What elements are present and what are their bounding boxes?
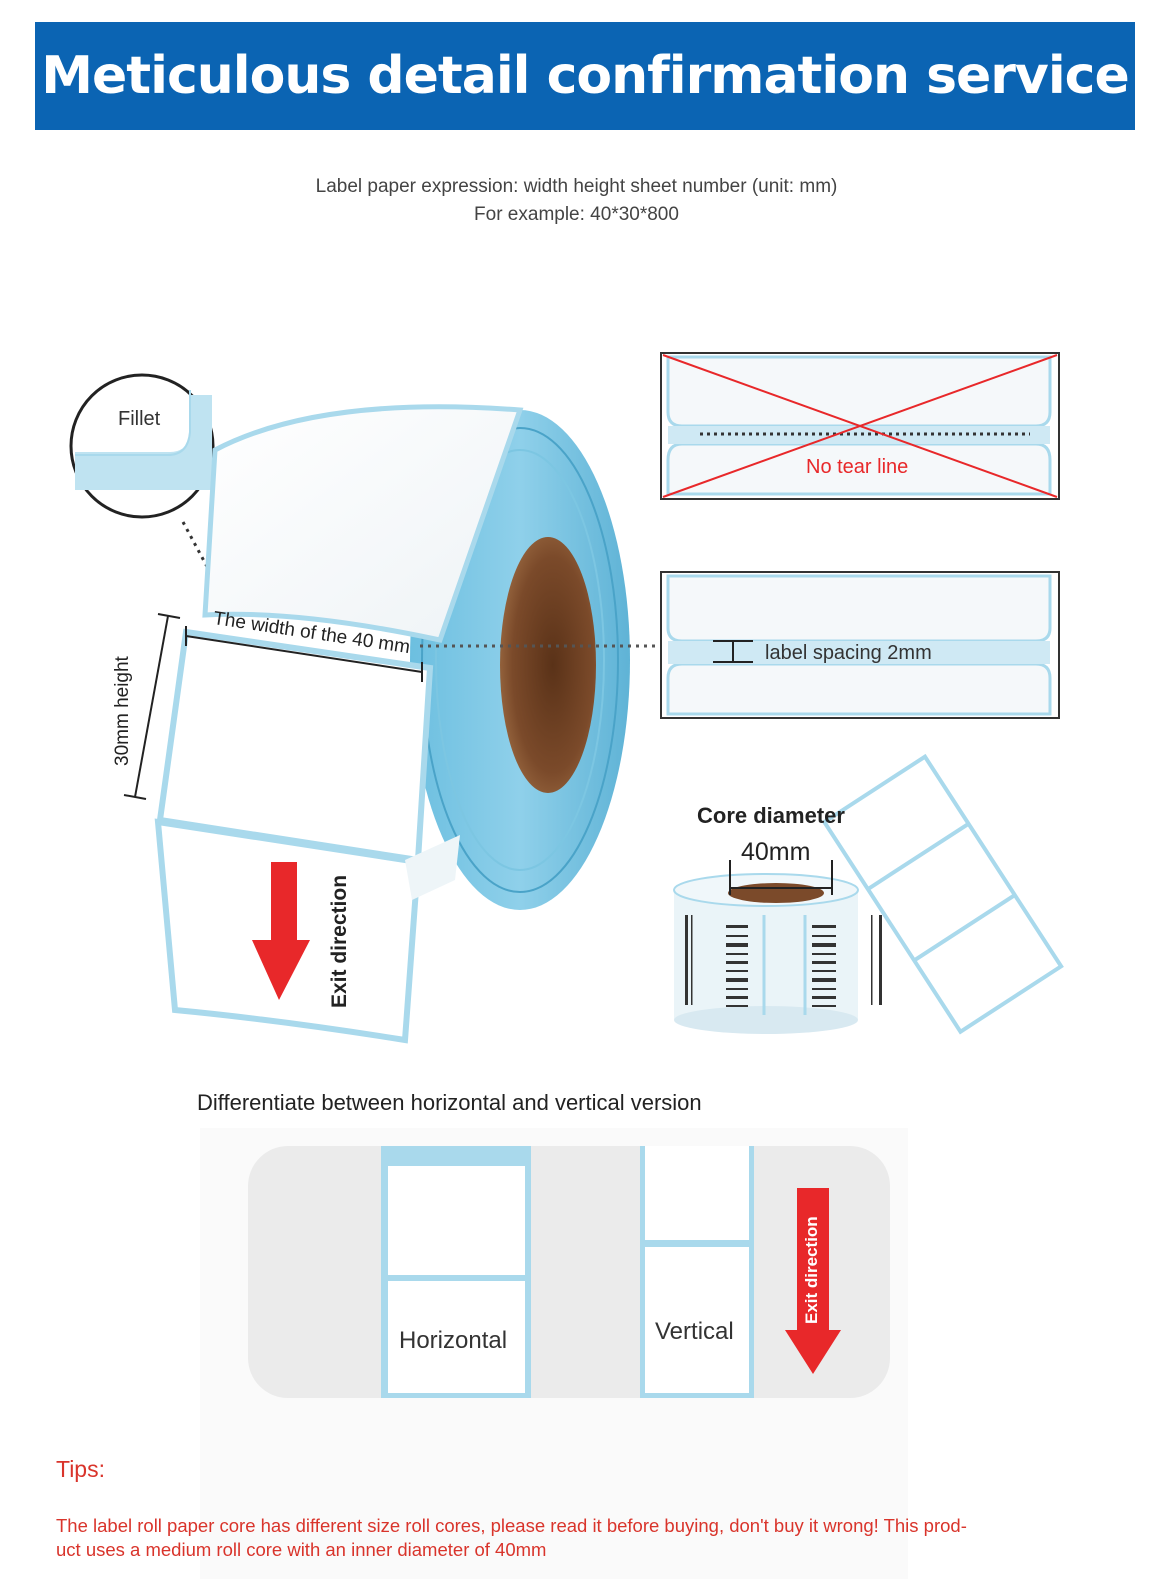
fillet-magnifier — [69, 373, 227, 601]
tips-line-1: The label roll paper core has different … — [56, 1515, 967, 1536]
label-spacing-panel — [660, 571, 1060, 719]
fillet-label: Fillet — [118, 408, 161, 430]
roll-core — [500, 537, 596, 793]
orientation-exit-direction-label: Exit direction — [802, 1216, 821, 1324]
label-spacing-label: label spacing 2mm — [765, 642, 932, 664]
no-tear-line-panel — [660, 352, 1060, 500]
label-roll — [123, 404, 660, 1044]
height-dimension-label: 30mm height — [112, 656, 133, 766]
orientation-panel — [200, 1128, 908, 1579]
exit-arrow — [252, 862, 310, 1000]
core-diameter-roll — [673, 753, 1064, 1035]
tips-body: The label roll paper core has different … — [56, 1514, 1086, 1562]
no-tear-line-label: No tear line — [806, 456, 909, 478]
vertical-label: Vertical — [655, 1318, 734, 1345]
roll-exit-direction-label: Exit direction — [328, 874, 351, 1008]
core-diameter-value: 40mm — [741, 838, 811, 866]
tips-line-2: uct uses a medium roll core with an inne… — [56, 1539, 547, 1560]
orientation-title: Differentiate between horizontal and ver… — [197, 1090, 702, 1115]
intro-line-2: For example: 40*30*800 — [474, 204, 679, 225]
intro-line-1: Label paper expression: width height she… — [315, 176, 838, 197]
header-banner: Meticulous detail confirmation service — [35, 22, 1135, 130]
page-title: Meticulous detail confirmation service — [41, 46, 1129, 106]
horizontal-label: Horizontal — [399, 1327, 508, 1354]
tips-title: Tips: — [56, 1456, 105, 1482]
core-diameter-title: Core diameter — [697, 803, 845, 828]
